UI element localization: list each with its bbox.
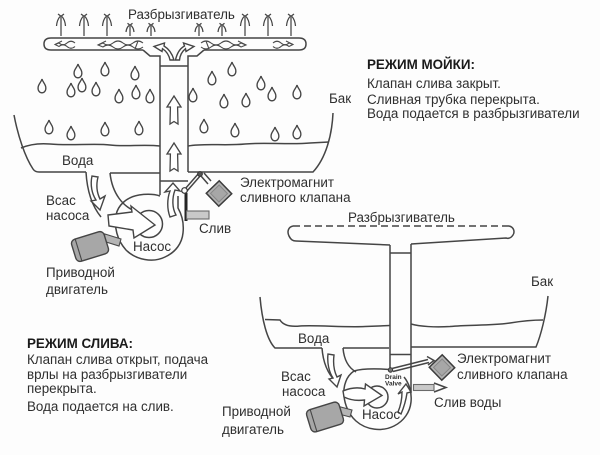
svg-text:РЕЖИМ МОЙКИ:: РЕЖИМ МОЙКИ: [367, 57, 475, 72]
svg-text:Электромагнит: Электромагнит [457, 351, 551, 366]
svg-text:Вода подается на слив.: Вода подается на слив. [27, 399, 174, 414]
svg-text:врлы на разбрызгиватели: врлы на разбрызгиватели [27, 367, 187, 382]
svg-text:Вода подается в разбрызгивател: Вода подается в разбрызгиватели [367, 106, 580, 121]
svg-text:РЕЖИМ СЛИВА:: РЕЖИМ СЛИВА: [27, 336, 133, 351]
svg-text:Бак: Бак [329, 91, 351, 106]
svg-text:Разбрызгиватель: Разбрызгиватель [128, 7, 235, 22]
svg-text:Drain: Drain [385, 374, 402, 381]
svg-text:Вода: Вода [298, 331, 330, 346]
svg-text:сливного клапана: сливного клапана [457, 367, 568, 382]
svg-text:Клапан слива закрыт.: Клапан слива закрыт. [367, 76, 501, 91]
svg-text:двигатель: двигатель [222, 422, 284, 437]
svg-text:Разбрызгиватель: Разбрызгиватель [348, 210, 455, 225]
svg-text:Слив воды: Слив воды [434, 395, 501, 410]
svg-text:Слив: Слив [199, 221, 231, 236]
svg-text:Клапан слива открыт, подача: Клапан слива открыт, подача [27, 352, 209, 367]
svg-text:насоса: насоса [46, 208, 90, 223]
svg-text:Всас: Всас [46, 193, 76, 208]
svg-text:Сливная трубка перекрыта.: Сливная трубка перекрыта. [367, 92, 540, 107]
svg-text:Бак: Бак [531, 274, 553, 289]
svg-text:насоса: насоса [282, 384, 326, 399]
svg-text:сливного клапана: сливного клапана [240, 190, 351, 205]
svg-text:Приводной: Приводной [222, 404, 291, 419]
svg-text:Всас: Всас [281, 369, 311, 384]
svg-text:Насос: Насос [362, 407, 400, 422]
svg-text:Приводной: Приводной [46, 265, 115, 280]
svg-text:Вода: Вода [62, 153, 94, 168]
svg-text:Valve: Valve [385, 381, 402, 388]
svg-text:двигатель: двигатель [46, 282, 108, 297]
svg-text:Насос: Насос [133, 239, 171, 254]
svg-text:Электромагнит: Электромагнит [240, 175, 334, 190]
svg-text:перекрыта.: перекрыта. [27, 381, 97, 396]
